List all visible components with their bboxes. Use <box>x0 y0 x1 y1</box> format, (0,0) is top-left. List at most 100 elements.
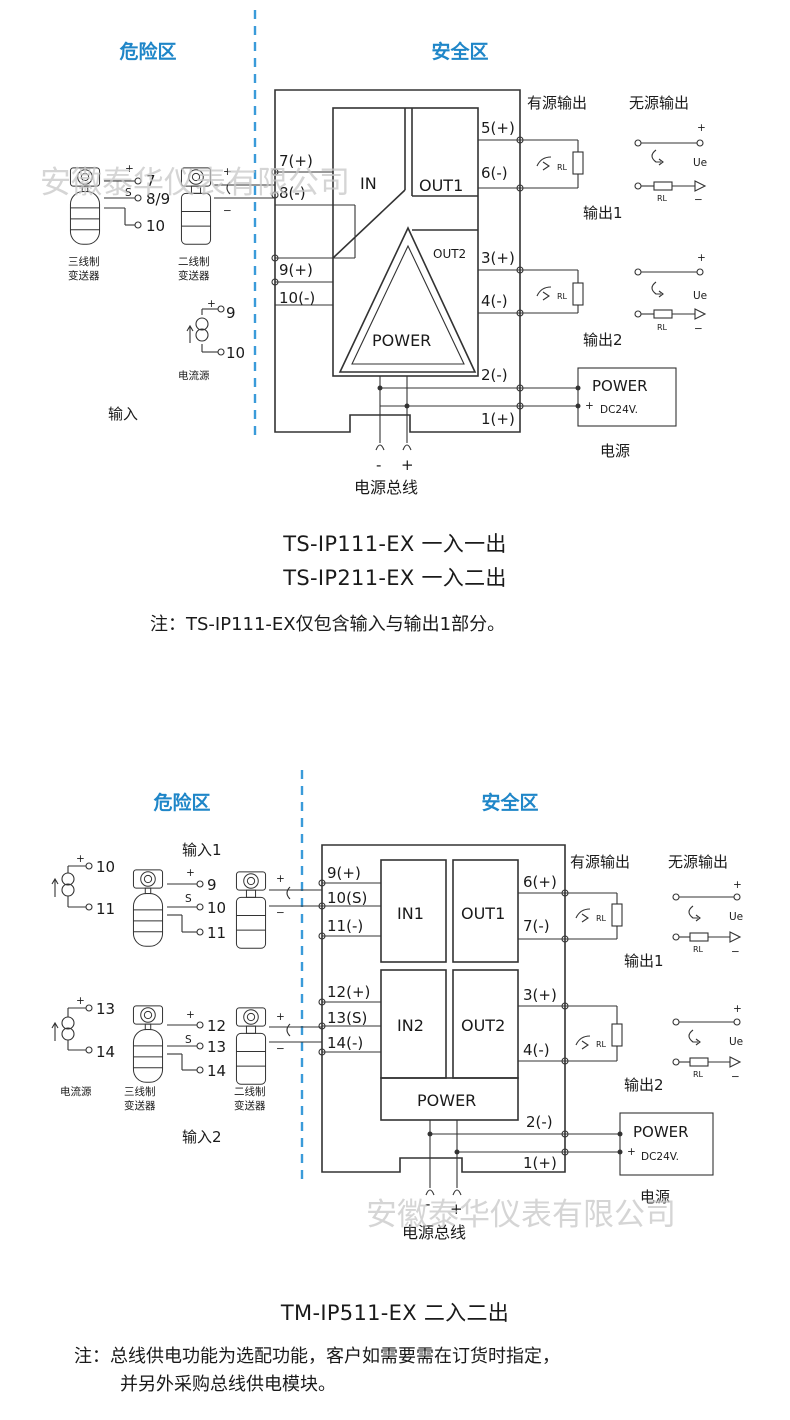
three-wire-transmitter-2-2 <box>132 1005 164 1083</box>
power-triangle <box>338 226 477 373</box>
svg-text:POWER: POWER <box>417 1091 476 1110</box>
current-source-2-1: + 10 11 <box>51 853 115 918</box>
svg-text:11: 11 <box>96 900 115 918</box>
input1-label: 输入1 <box>182 841 222 859</box>
two-wire-loop-2-2: + − <box>269 1011 322 1055</box>
two-wire-loop-2-1: + − <box>269 873 322 919</box>
current-source-label-2: 电流源 <box>60 1085 92 1098</box>
three-wire-terminals-1: + 7 S 8/9 10 <box>104 163 170 235</box>
svg-text:10: 10 <box>96 858 115 876</box>
svg-text:1(+): 1(+) <box>523 1154 557 1172</box>
block-power-label: POWER <box>372 331 431 350</box>
svg-text:11(-): 11(-) <box>327 917 363 935</box>
svg-text:3(+): 3(+) <box>523 986 557 1004</box>
power-supply-label-1: 电源 <box>600 442 630 460</box>
terminal-6: 6(-) <box>481 164 508 182</box>
svg-text:10(S): 10(S) <box>327 889 367 907</box>
passive-output-1: + Ue RL − <box>634 122 707 206</box>
note-2-line2: 并另外采购总线供电模块。 <box>120 1374 336 1395</box>
power-bus-label-1: 电源总线 <box>354 478 418 497</box>
svg-text:11: 11 <box>207 924 226 942</box>
svg-text:+: + <box>76 995 85 1007</box>
svg-text:−: − <box>731 1071 740 1083</box>
svg-text:2(-): 2(-) <box>526 1113 553 1131</box>
two-wire-label-1b: 变送器 <box>178 269 210 282</box>
module-outline-1 <box>274 89 521 433</box>
bus-minus-2: - <box>425 1195 430 1213</box>
model-title-1b: TS-IP211-EX 一入二出 <box>283 566 507 590</box>
svg-text:Ue: Ue <box>729 911 743 923</box>
svg-text:+: + <box>697 252 706 264</box>
input-terminals-1: 7(+) 8(-) 9(+) 10(-) <box>271 152 356 307</box>
three-wire-label-1b: 变送器 <box>68 269 100 282</box>
svg-text:OUT2: OUT2 <box>461 1016 505 1035</box>
watermark-1: 安徽泰华仪表有限公司 <box>40 165 350 201</box>
two-wire-label-2b: 变送器 <box>234 1099 266 1112</box>
svg-text:−: − <box>276 907 285 919</box>
active-output-label-2: 有源输出 <box>570 853 630 871</box>
terminal-10: 10(-) <box>279 289 315 307</box>
svg-text:10: 10 <box>146 217 165 235</box>
block-in-label: IN <box>360 174 377 193</box>
hazard-zone-title-2: 危险区 <box>153 791 210 814</box>
block-out1 <box>452 859 519 963</box>
power-supply-label-2: 电源 <box>640 1188 670 1206</box>
svg-text:9(+): 9(+) <box>327 864 361 882</box>
svg-text:RL: RL <box>596 1040 607 1049</box>
power-supply-2: POWER + DC24V. 电源 <box>430 1112 714 1206</box>
svg-text:RL: RL <box>557 292 568 301</box>
hazard-zone-title-1: 危险区 <box>119 40 176 63</box>
svg-text:IN2: IN2 <box>397 1016 424 1035</box>
svg-text:+: + <box>76 853 85 865</box>
svg-text:POWER: POWER <box>592 377 648 395</box>
svg-text:+: + <box>627 1146 636 1158</box>
svg-text:+: + <box>585 400 594 412</box>
passive-output-2: + Ue RL − <box>634 252 707 335</box>
svg-text:7(-): 7(-) <box>523 917 550 935</box>
bus-plus-1: + <box>401 456 414 474</box>
safe-zone-title-1: 安全区 <box>431 40 488 63</box>
svg-text:9: 9 <box>226 304 236 322</box>
block-in1 <box>380 859 447 963</box>
svg-text:13: 13 <box>96 1000 115 1018</box>
svg-text:−: − <box>276 1043 285 1055</box>
power-bus-label-2: 电源总线 <box>402 1223 466 1242</box>
svg-text:4(-): 4(-) <box>523 1041 550 1059</box>
svg-text:12: 12 <box>207 1017 226 1035</box>
current-source-1: + 9 10 <box>186 298 245 362</box>
svg-text:9: 9 <box>207 876 217 894</box>
terminal-2: 2(-) <box>481 366 508 384</box>
active-load-2-1: RL <box>575 893 623 939</box>
output1-label-2: 输出1 <box>624 952 664 970</box>
input2-label: 输入2 <box>182 1128 222 1146</box>
bus-plus-2: + <box>450 1200 463 1218</box>
svg-text:14: 14 <box>96 1043 115 1061</box>
two-wire-label-1a: 二线制 <box>178 255 210 268</box>
svg-text:IN1: IN1 <box>397 904 424 923</box>
svg-text:OUT1: OUT1 <box>461 904 505 923</box>
svg-text:Ue: Ue <box>693 157 707 169</box>
svg-text:DC24V.: DC24V. <box>600 404 638 416</box>
svg-text:+: + <box>186 867 195 879</box>
svg-text:RL: RL <box>693 945 704 954</box>
current-source-label-1: 电流源 <box>178 369 210 382</box>
terminal-7: 7(+) <box>279 152 313 170</box>
svg-text:−: − <box>694 194 703 206</box>
passive-output-2-1: + Ue RL − <box>672 879 743 958</box>
svg-text:8/9: 8/9 <box>146 190 170 208</box>
note-1: 注：TS-IP111-EX仅包含输入与输出1部分。 <box>150 614 506 635</box>
two-wire-label-2a: 二线制 <box>234 1085 266 1098</box>
svg-text:Ue: Ue <box>729 1036 743 1048</box>
two-wire-loop-1: + − <box>214 166 275 217</box>
three-wire-label-2a: 三线制 <box>124 1085 156 1098</box>
terminal-1: 1(+) <box>481 410 515 428</box>
svg-text:+: + <box>733 879 742 891</box>
svg-text:14(-): 14(-) <box>327 1034 363 1052</box>
svg-text:+: + <box>697 122 706 134</box>
svg-text:Ue: Ue <box>693 290 707 302</box>
safe-zone-title-2: 安全区 <box>481 791 538 814</box>
bus-minus-1: - <box>376 456 381 474</box>
watermark-2: 安徽泰华仪表有限公司 <box>366 1197 676 1233</box>
svg-text:10: 10 <box>207 899 226 917</box>
